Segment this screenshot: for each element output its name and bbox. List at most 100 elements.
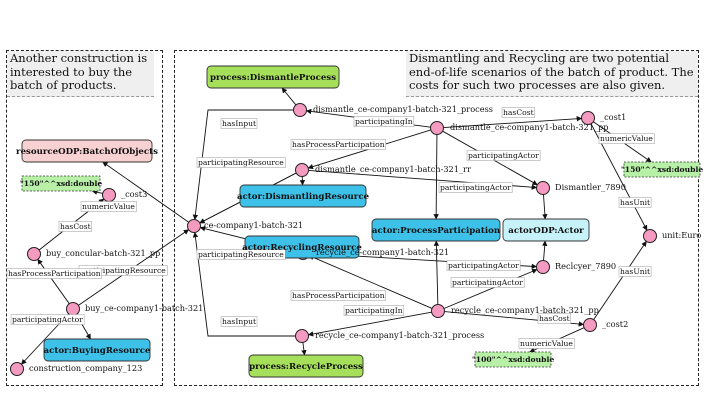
edge-e2 — [192, 109, 294, 221]
edge-label-e7: hasUnit — [620, 267, 650, 276]
edge-label-e18: participatingResource — [198, 250, 284, 259]
edge-label-box — [537, 313, 571, 324]
edge-label-box — [618, 197, 652, 208]
node-label-recycle_rr: recycle_ce-company1-batch-321 — [316, 247, 449, 257]
edge-label-e11: participatingActor — [440, 183, 511, 192]
class-resource_odp — [21, 139, 153, 163]
edge-label-e30: hasCost — [60, 222, 91, 231]
literal-label-lit100: "100"^^xsd:double — [472, 355, 554, 364]
edge-label-e4: hasCost — [503, 108, 534, 117]
node-cost2 — [583, 318, 597, 332]
edge-label-e32: participatingActor — [12, 315, 83, 324]
left-scenario-caption: Another construction is interested to bu… — [7, 51, 154, 97]
literal-lit150_left — [21, 175, 101, 192]
edge-e23 — [307, 311, 432, 337]
edge-label-e21: hasProcessParticipation — [292, 291, 385, 300]
edge-label-e2: hasInput — [222, 119, 256, 128]
edge-e29 — [91, 189, 103, 195]
edge-e19 — [102, 161, 189, 223]
node-dismantler — [536, 181, 550, 195]
edge-label-e8: hasProcessParticipation — [292, 140, 385, 149]
node-label-construction_company: construction_company_123 — [29, 363, 142, 373]
node-label-dismantle_process: dismantle_ce-company1-batch-321_process — [313, 104, 493, 114]
literal-label-lit150_right: "150"^^xsd:double — [621, 165, 703, 174]
edge-label-box — [438, 182, 513, 193]
node-cost3 — [102, 188, 116, 202]
node-cost1 — [581, 111, 595, 125]
edge-label-box — [618, 266, 652, 277]
node-label-batch: ce-company1-batch-321 — [204, 220, 303, 230]
node-label-reclcyer: Reclcyer_7890 — [555, 261, 616, 271]
node-euro — [643, 229, 657, 243]
node-dismantle_rr — [295, 163, 309, 177]
edge-label-box — [501, 107, 535, 118]
edge-label-e26: hasInput — [222, 317, 256, 326]
edge-label-box — [80, 201, 137, 212]
edge-label-e22: participatingActor — [452, 278, 523, 287]
edge-e26 — [192, 231, 296, 337]
edge-label-box — [446, 260, 521, 271]
class-label-recycle_class: process:RecycleProcess — [249, 362, 363, 372]
edge-label-e23: participatingIn — [345, 306, 403, 315]
edge-e21 — [308, 255, 433, 309]
class-label-process_participation: actor:ProcessParticipation — [372, 226, 501, 236]
node-recycle_process — [295, 329, 309, 343]
edge-label-box — [220, 316, 258, 327]
node-dismantle_process — [293, 103, 307, 117]
edge-label-e25: numericValue — [520, 339, 573, 348]
class-label-buying_resource: actor:BuyingResource — [44, 346, 151, 356]
node-label-recycle_process: recycle_ce-company1-batch-321_process — [315, 330, 484, 340]
edge-label-e24: hasCost — [539, 314, 570, 323]
edge-e4 — [443, 116, 583, 129]
class-recycle_class — [248, 354, 364, 378]
node-label-cost1: _cost1 — [600, 112, 626, 122]
literal-lit150_right — [623, 161, 701, 178]
edge-label-box — [10, 314, 85, 325]
node-buy_batch — [66, 302, 80, 316]
edge-e22 — [443, 268, 538, 309]
node-label-dismantle_rr: dismantle_ce-company1-batch-321_rr — [315, 164, 471, 174]
edge-label-box — [518, 338, 575, 349]
class-label-resource_odp: resourceODP:BatchOfObjects — [16, 147, 158, 157]
edge-label-box — [58, 221, 92, 232]
edge-e1 — [281, 87, 297, 106]
edge-label-e20: participatingActor — [448, 261, 519, 270]
edge-label-box — [450, 277, 525, 288]
edge-label-box — [290, 139, 386, 150]
class-label-dismantling_resource: actor:DismantlingResource — [237, 192, 370, 202]
node-label-cost3: _cost3 — [121, 189, 147, 199]
edge-label-box — [220, 118, 258, 129]
node-label-buy_batch: buy_ce-company1-batch-321 — [85, 303, 203, 313]
edge-e15 — [542, 240, 548, 261]
edge-label-e5: numericValue — [600, 134, 653, 143]
edge-label-box — [196, 249, 286, 260]
class-dismantle_class — [206, 65, 340, 89]
edge-e7 — [593, 240, 647, 320]
right-scenario-frame — [174, 50, 699, 386]
edge-e13 — [433, 134, 439, 220]
class-actor_odp — [502, 218, 590, 242]
literal-lit100 — [474, 351, 552, 368]
right-scenario-caption: Dismantling and Recycling are two potent… — [406, 51, 698, 97]
edge-e16 — [433, 240, 440, 305]
edge-label-e6: hasUnit — [620, 198, 650, 207]
edge-label-box — [466, 150, 541, 161]
edge-label-e10: participatingResource — [198, 158, 284, 167]
edge-e31 — [37, 258, 70, 304]
edge-label-e29: numericValue — [82, 202, 135, 211]
class-buying_resource — [43, 338, 151, 362]
edge-label-box — [290, 290, 386, 301]
node-reclcyer — [536, 260, 550, 274]
edge-e14 — [542, 194, 548, 220]
node-dismantle_pp — [430, 121, 444, 135]
edge-label-e9: participatingActor — [468, 151, 539, 160]
node-construction_company — [10, 362, 24, 376]
node-label-recycle_pp: recycle_ce-company1-batch-321_pp — [451, 305, 599, 315]
edge-label-box — [353, 116, 415, 127]
edge-label-e31: hasProcessParticipation — [8, 269, 101, 278]
edge-label-box — [343, 305, 405, 316]
node-label-dismantler: Dismantler_7890 — [555, 182, 626, 192]
node-label-euro: unit:Euro — [662, 230, 701, 240]
